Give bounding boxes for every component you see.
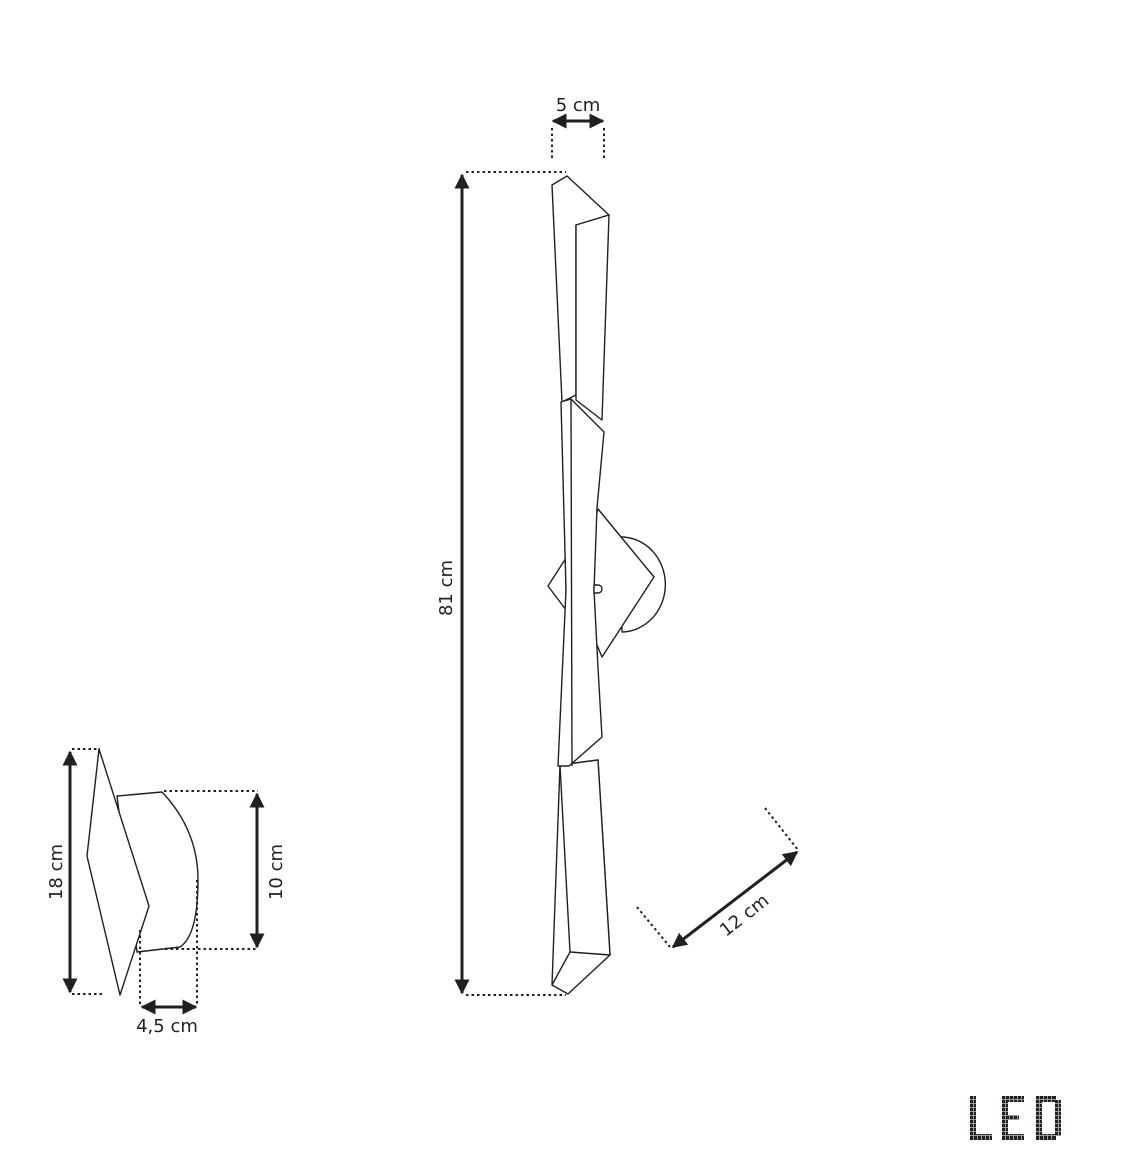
dimension-width-top: 5 cm	[551, 95, 605, 160]
dimension-side-height: 18 cm	[46, 748, 102, 995]
led-badge-label: LED	[1015, 1159, 1017, 1161]
side-fixture-view	[86, 748, 199, 996]
dimension-base-depth: 4,5 cm	[136, 880, 198, 1037]
led-dot-texture	[966, 1094, 1066, 1142]
dimension-base-height: 10 cm	[164, 790, 287, 950]
side-height-label: 18 cm	[46, 844, 67, 900]
depth-label: 12 cm	[716, 890, 773, 941]
main-fixture-view	[547, 175, 667, 995]
height-total-label: 81 cm	[436, 560, 457, 616]
base-height-label: 10 cm	[266, 844, 287, 900]
dimension-depth: 12 cm	[636, 807, 799, 949]
dimension-height-total: 81 cm	[436, 171, 566, 996]
base-depth-label: 4,5 cm	[136, 1016, 198, 1037]
width-top-label: 5 cm	[556, 95, 601, 116]
